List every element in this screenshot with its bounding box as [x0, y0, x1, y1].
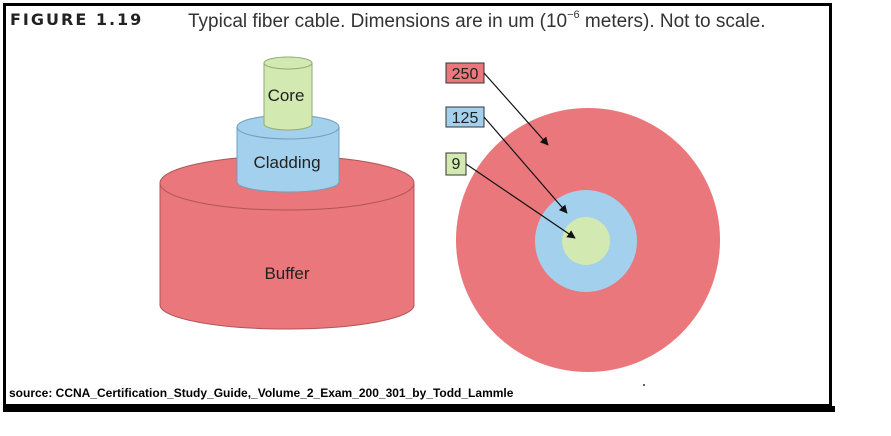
dim-value-125: 125: [452, 110, 479, 127]
figure-frame: [3, 3, 832, 407]
stray-dot: [643, 384, 645, 386]
buffer-label: Buffer: [264, 264, 309, 283]
core-disc: [562, 217, 610, 265]
dim-box-9: 9: [445, 152, 467, 176]
core-cylinder: [263, 56, 313, 131]
caption-exponent: −6: [567, 9, 580, 21]
core-label: Core: [268, 86, 305, 105]
caption-text-end: meters). Not to scale.: [579, 11, 766, 32]
figure-number: FIGURE 1.19: [10, 10, 144, 29]
bottom-border: [3, 406, 835, 412]
arrow-250: [483, 72, 549, 146]
dim-box-125: 125: [445, 106, 485, 128]
cross-section: [456, 108, 720, 372]
source-note: source: CCNA_Certification_Study_Guide,_…: [9, 386, 514, 400]
figure-caption: Typical fiber cable. Dimensions are in u…: [188, 9, 766, 33]
dim-value-250: 250: [452, 66, 479, 83]
arrow-125: [483, 116, 568, 214]
caption-text: Typical fiber cable. Dimensions are in u…: [188, 11, 568, 32]
buffer-cylinder: [159, 155, 415, 330]
arrow-9: [465, 163, 576, 239]
dim-value-9: 9: [452, 156, 461, 173]
dim-box-250: 250: [445, 62, 485, 84]
cladding-label: Cladding: [253, 153, 320, 172]
side-view: Core Cladding Buffer: [159, 56, 415, 330]
